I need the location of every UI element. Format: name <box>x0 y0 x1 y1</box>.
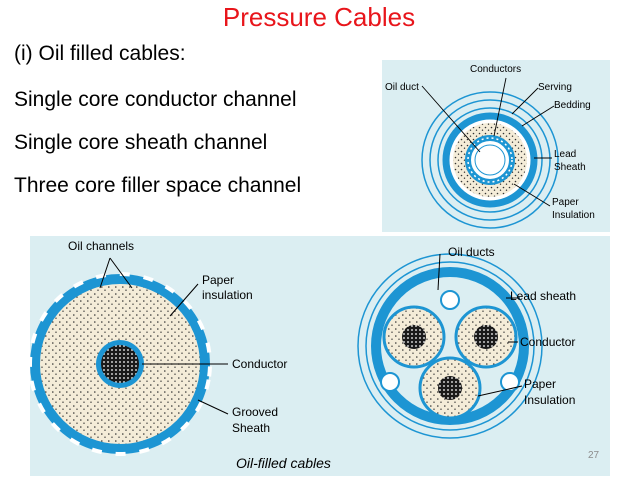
label-oil-ducts: Oil ducts <box>448 245 495 259</box>
leader-grooved-sheath <box>197 399 229 415</box>
oil-duct-right <box>500 372 520 392</box>
label-bedding: Bedding <box>554 100 591 111</box>
label-serving: Serving <box>538 82 572 93</box>
leader-paper-insulation <box>513 183 551 207</box>
label-lead-sheath: Lead sheath <box>510 289 576 303</box>
label-paper-left: Paper <box>202 273 234 287</box>
bottom-cable-diagram-panel: Oil channels Paper insulation Conductor … <box>28 236 610 476</box>
label-oil-channels: Oil channels <box>68 239 134 253</box>
leader-conductors <box>493 77 507 137</box>
bottom-cable-diagrams: Oil channels Paper insulation Conductor … <box>28 239 576 471</box>
leader-bedding <box>521 105 555 127</box>
leader-oil-duct <box>421 85 481 153</box>
core-2-conductor <box>474 325 498 349</box>
single-core-cable <box>28 272 212 456</box>
conductor-left <box>101 345 139 383</box>
slide-title: Pressure Cables <box>222 2 416 32</box>
top-cable-diagram: Conductors Oil duct Serving Bedding Lead… <box>385 64 595 229</box>
label-grooved: Grooved <box>232 405 278 419</box>
outer-ring-right <box>357 253 543 439</box>
bedding-ring <box>437 107 543 213</box>
page-number: 27 <box>588 450 600 461</box>
text-three-core-filler-space-channel: Three core filler space channel <box>14 174 302 197</box>
label-sheath-left: Sheath <box>232 421 270 435</box>
top-cable-diagram-panel: Conductors Oil duct Serving Bedding Lead… <box>382 60 610 232</box>
text-single-core-conductor-channel: Single core conductor channel <box>14 88 297 111</box>
core-1-conductor <box>402 325 426 349</box>
conductor-strands <box>467 137 513 183</box>
oil-duct-top <box>440 290 460 310</box>
text-single-core-sheath-channel: Single core sheath channel <box>14 131 268 154</box>
label-oil-duct: Oil duct <box>385 82 419 93</box>
label-paper-right: Paper <box>524 377 556 391</box>
serving-ring-inner <box>429 99 551 221</box>
caption-oil-filled-cables: Oil-filled cables <box>236 455 331 471</box>
label-lead: Lead <box>554 149 576 160</box>
label-insulation: Insulation <box>552 210 595 221</box>
leader-oil-ducts <box>437 253 441 291</box>
serving-ring-outer <box>421 91 559 229</box>
three-core-cable <box>357 253 543 439</box>
label-conductor-left: Conductor <box>232 357 287 371</box>
leader-oil-channels-1 <box>99 257 111 289</box>
oil-duct-left <box>380 372 400 392</box>
label-conductor-right: Conductor <box>520 335 575 349</box>
leader-paper-insulation-left <box>169 283 199 317</box>
label-conductors: Conductors <box>470 64 521 75</box>
label-paper: Paper <box>552 197 579 208</box>
core-3-conductor <box>438 376 462 400</box>
oil-duct <box>474 144 506 176</box>
subheading-oil-filled-cables: (i) Oil filled cables: <box>14 42 186 65</box>
middle-ring-right <box>365 261 535 431</box>
leader-serving <box>511 87 539 115</box>
leader-paper-insulation-right <box>477 385 523 397</box>
label-insulation-right: Insulation <box>524 393 575 407</box>
leader-oil-channels-2 <box>109 257 133 289</box>
label-insulation-left: insulation <box>202 288 253 302</box>
label-sheath: Sheath <box>554 162 586 173</box>
